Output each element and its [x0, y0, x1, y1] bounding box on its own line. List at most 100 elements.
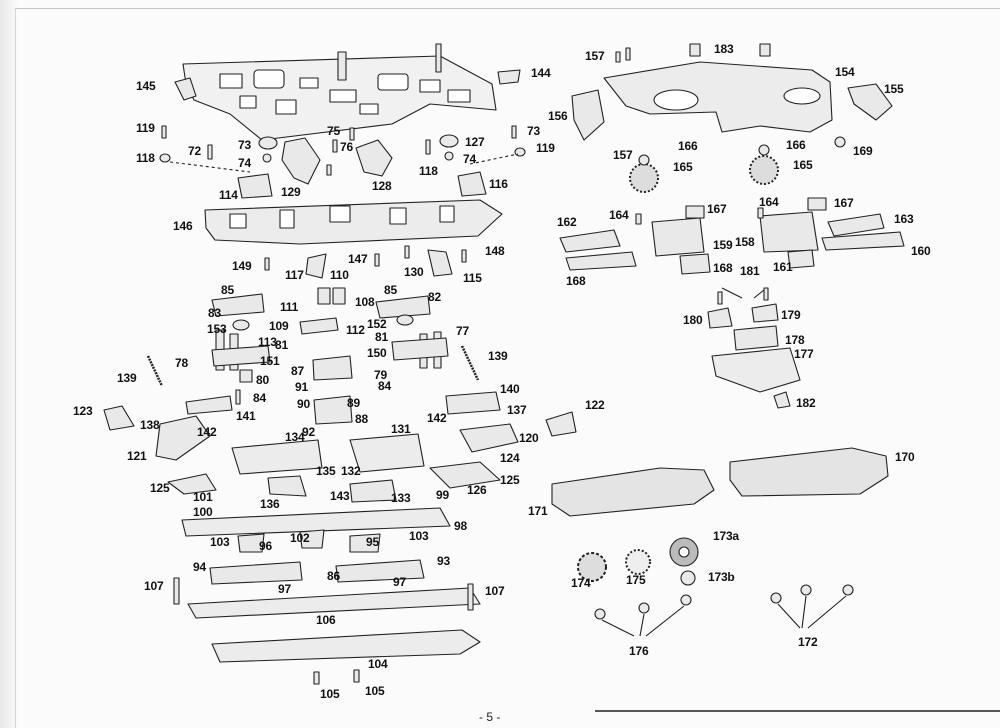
part-106-rail	[187, 587, 481, 619]
callout-label: 94	[193, 560, 206, 574]
callout-label: 152	[367, 317, 387, 331]
callout-label: 113	[258, 335, 277, 349]
part-170-pad	[729, 447, 889, 497]
callout-label: 119	[136, 121, 155, 135]
callout-label: 96	[259, 539, 272, 553]
callout-label: 134	[285, 430, 305, 444]
callout-label: 156	[548, 109, 568, 123]
callout-label: 137	[507, 403, 527, 417]
callout-label: 171	[528, 504, 548, 518]
callout-label: 164	[609, 208, 629, 222]
callout-label: 168	[566, 274, 586, 288]
callout-label: 141	[236, 409, 256, 423]
callout-label: 108	[355, 295, 375, 309]
callout-label: 100	[193, 505, 213, 519]
main-plate-drawing	[182, 43, 497, 141]
callout-label: 83	[208, 306, 221, 320]
callout-label: 179	[781, 308, 801, 322]
callout-label: 102	[290, 531, 310, 545]
callout-label: 81	[375, 330, 388, 344]
callout-label: 183	[714, 42, 734, 56]
callout-label: 160	[911, 244, 931, 258]
callout-label: 161	[773, 260, 793, 274]
callout-label: 126	[467, 483, 487, 497]
callout-label: 131	[391, 422, 411, 436]
callout-label: 125	[150, 481, 170, 495]
callout-label: 80	[256, 373, 269, 387]
callout-label: 79	[374, 368, 387, 382]
part-98-rail	[181, 507, 451, 537]
callout-label: 138	[140, 418, 160, 432]
callout-label: 150	[367, 346, 387, 360]
callout-label: 123	[73, 404, 93, 418]
callout-label: 128	[372, 179, 392, 193]
callout-label: 118	[419, 164, 438, 178]
part-116-bracket	[237, 173, 273, 199]
callout-label: 162	[557, 215, 577, 229]
bottom-border	[595, 710, 1000, 712]
callout-label: 169	[853, 144, 873, 158]
callout-label: 170	[895, 450, 915, 464]
callout-label: 173b	[708, 570, 735, 584]
callout-label: 182	[796, 396, 816, 410]
callout-label: 110	[330, 268, 349, 282]
callout-label: 124	[500, 451, 520, 465]
callout-label: 76	[340, 140, 353, 154]
callout-label: 84	[253, 391, 266, 405]
callout-label: 81	[275, 338, 288, 352]
callout-label: 130	[404, 265, 424, 279]
callout-label: 122	[585, 398, 605, 412]
part-146-frame	[204, 199, 503, 245]
callout-label: 89	[347, 396, 360, 410]
page-number: - 5 -	[479, 710, 501, 724]
callout-label: 85	[221, 283, 234, 297]
callout-label: 181	[740, 264, 760, 278]
callout-label: 167	[707, 202, 727, 216]
callout-label: 95	[366, 535, 379, 549]
callout-label: 133	[391, 491, 411, 505]
callout-label: 106	[316, 613, 336, 627]
callout-label: 98	[454, 519, 467, 533]
callout-label: 139	[488, 349, 508, 363]
callout-label: 178	[785, 333, 805, 347]
callout-label: 74	[238, 156, 251, 170]
callout-label: 92	[302, 425, 315, 439]
callout-label: 140	[500, 382, 520, 396]
callout-label: 73	[238, 138, 251, 152]
callout-label: 97	[393, 575, 406, 589]
callout-label: 174	[571, 576, 591, 590]
callout-label: 119	[536, 141, 555, 155]
callout-label: 143	[330, 489, 350, 503]
part-144-bracket	[497, 69, 521, 85]
callout-label: 118	[136, 151, 155, 165]
part-104-rail	[211, 629, 481, 663]
callout-label: 151	[260, 354, 280, 368]
callout-label: 147	[348, 252, 368, 266]
callout-label: 107	[485, 584, 505, 598]
callout-label: 135	[316, 464, 336, 478]
callout-label: 88	[355, 412, 368, 426]
callout-label: 129	[281, 185, 301, 199]
callout-label: 149	[232, 259, 252, 273]
part-154-frame	[603, 61, 833, 133]
callout-label: 116	[489, 177, 508, 191]
callout-label: 157	[585, 49, 605, 63]
callout-label: 142	[197, 425, 217, 439]
callout-label: 146	[173, 219, 193, 233]
callout-label: 84	[378, 379, 391, 393]
callout-label: 87	[291, 364, 304, 378]
top-border	[15, 8, 1000, 9]
callout-label: 168	[713, 261, 733, 275]
callout-label: 91	[295, 380, 308, 394]
part-171-pad	[551, 467, 715, 517]
callout-label: 115	[463, 271, 482, 285]
callout-label: 165	[673, 160, 693, 174]
callout-label: 103	[409, 529, 429, 543]
callout-label: 164	[759, 195, 779, 209]
callout-label: 90	[297, 397, 310, 411]
callout-label: 77	[456, 324, 469, 338]
callout-label: 163	[894, 212, 914, 226]
callout-label: 136	[260, 497, 280, 511]
